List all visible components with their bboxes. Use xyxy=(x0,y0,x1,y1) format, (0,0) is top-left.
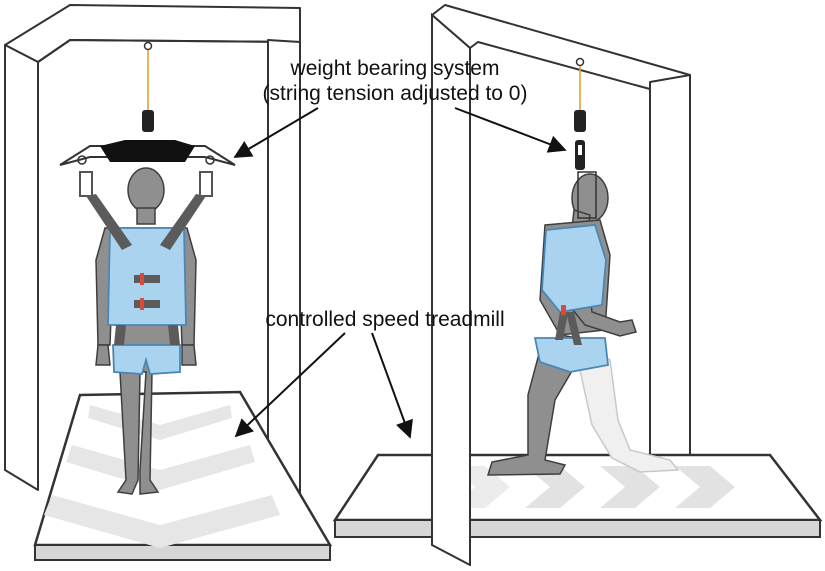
arrow-to-right-harness xyxy=(454,107,567,153)
right-scene xyxy=(332,4,823,567)
back-leg-ghost xyxy=(579,343,680,473)
left-scene xyxy=(4,4,333,561)
arrow-to-left-treadmill xyxy=(234,332,346,438)
weight-label-line1: weight bearing system xyxy=(290,57,500,80)
weight-bearing-label: weight bearing system (string tension ad… xyxy=(195,56,595,106)
front-harness-vest-icon xyxy=(86,194,206,375)
left-treadmill-belt-icon xyxy=(33,390,333,561)
arrow-to-right-treadmill xyxy=(371,332,413,439)
treadmill-label: controlled speed treadmill xyxy=(265,308,505,331)
left-gantry-frame-icon xyxy=(4,4,301,561)
side-harness-vest-icon xyxy=(533,171,609,373)
arrow-to-left-harness xyxy=(233,107,319,158)
annotation-arrows xyxy=(233,107,567,439)
right-weight-bearing-system xyxy=(574,57,586,170)
right-gantry-frame-icon xyxy=(431,4,691,471)
right-front-post xyxy=(431,12,471,567)
weight-label-line2: (string tension adjusted to 0) xyxy=(262,82,528,105)
left-weight-bearing-system xyxy=(59,41,236,197)
right-treadmill-belt-icon xyxy=(332,453,823,538)
